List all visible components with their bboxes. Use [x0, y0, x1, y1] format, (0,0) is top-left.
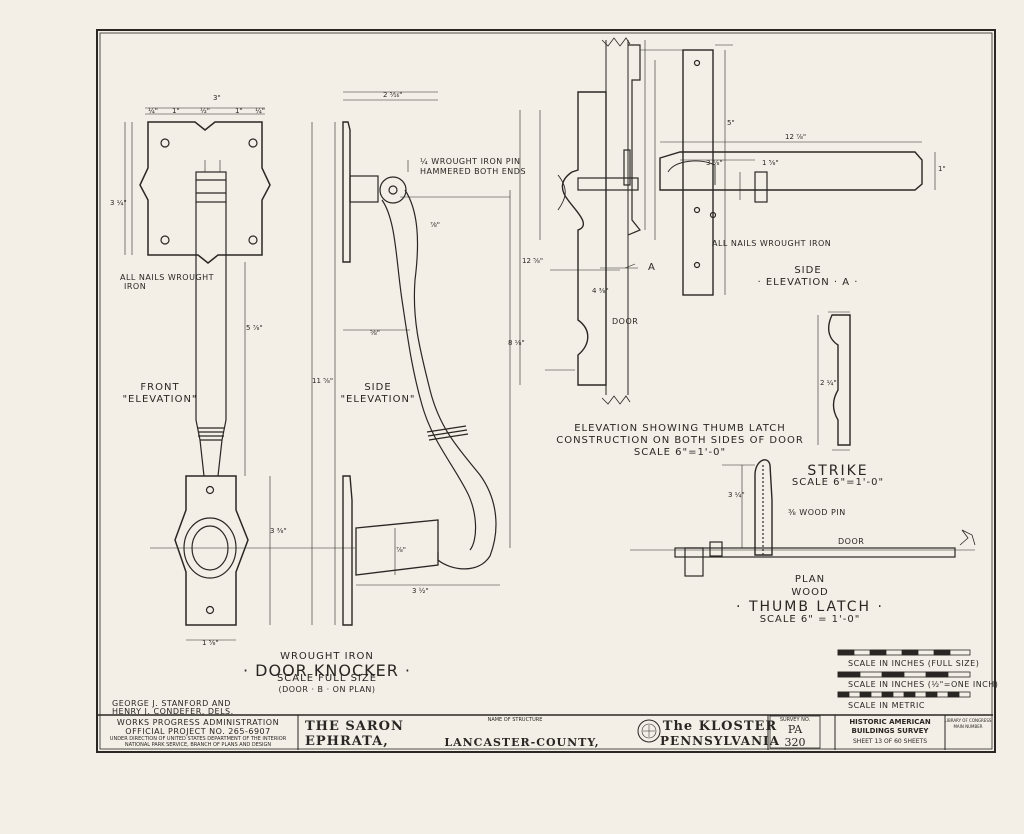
sheet-border: [96, 29, 996, 753]
sheet-number: SHEET 13 OF 60 SHEETS: [852, 738, 928, 745]
dim-w-d: 1": [235, 107, 243, 115]
delineators-line-2: HENRY J. CONDEFER, DELS.: [112, 707, 234, 716]
latch-door-label: DOOR: [612, 317, 639, 326]
dim-bot-w: 1 ⅝": [202, 639, 219, 647]
strike-scale: SCALE 6"=1'-0": [791, 477, 885, 488]
scale-full-label: SCALE IN INCHES (FULL SIZE): [848, 659, 980, 668]
kloster-name: The KLOSTER: [662, 719, 778, 734]
dim-side-w2: ⁷⁄₈": [430, 221, 441, 229]
wpa-line-4: NATIONAL PARK SERVICE, BRANCH OF PLANS A…: [124, 742, 272, 748]
side-elevation-label: SIDE: [364, 382, 392, 393]
main-number-label: MAIN NUMBER: [953, 724, 983, 729]
knocker-side-elevation: [334, 91, 511, 626]
survey-state: PA: [787, 723, 803, 736]
section-arrow-label: A: [648, 262, 656, 273]
latch-elev-scale: SCALE 6"=1'-0": [633, 447, 727, 458]
side-elevation-sublabel: "ELEVATION": [340, 394, 416, 405]
dim-w-c: ½": [200, 107, 211, 115]
thumb-latch-plan: [630, 459, 976, 577]
latch-side-elevation-a: [640, 44, 936, 296]
latch-nails-note: ALL NAILS WROUGHT IRON: [712, 239, 832, 248]
dim-bar-len: 12 ⅞": [785, 133, 807, 141]
delineators-line-1: GEORGE J. STANFORD AND: [112, 699, 231, 708]
state-name: PENNSYLVANIA: [660, 734, 780, 748]
dim-total-h: 11 ⅝": [312, 377, 334, 385]
side-elevation-a-title: SIDE: [794, 265, 822, 276]
knocker-front-elevation: [124, 107, 355, 641]
dim-tall-h: 12 ⅝": [522, 257, 544, 265]
plan-subtitle: WOOD: [791, 587, 829, 598]
plan-scale: SCALE 6" = 1'-0": [759, 614, 861, 625]
dim-bar-end: 1": [938, 165, 946, 173]
seal-emblem: [637, 719, 661, 743]
knocker-nails-note: ALL NAILS WROUGHT: [120, 273, 215, 282]
county-name: LANCASTER-COUNTY,: [444, 736, 600, 749]
dim-lower: 4 ⅜": [592, 287, 609, 295]
dim-w-b: 1": [172, 107, 180, 115]
scale-bars: [837, 649, 971, 698]
side-elevation-a-subtitle: · ELEVATION · A ·: [757, 277, 859, 288]
wpa-line-1: WORKS PROGRESS ADMINISTRATION: [116, 718, 280, 727]
survey-number: 320: [784, 736, 806, 749]
dim-side-w: ⁵⁄₈": [370, 329, 381, 337]
structure-name-2: EPHRATA,: [305, 734, 389, 749]
front-elevation-label: FRONT: [140, 382, 180, 393]
dim-w-a: ¼": [148, 107, 159, 115]
dim-handle-w: 3 ½": [412, 587, 429, 595]
scale-half-label: SCALE IN INCHES (½"=ONE INCH): [848, 680, 999, 689]
plan-title: PLAN: [794, 574, 826, 585]
latch-elev-title: ELEVATION SHOWING THUMB LATCH: [574, 423, 786, 434]
strike-detail: [817, 311, 851, 451]
wood-pin-note: ⅜ WOOD PIN: [788, 508, 846, 517]
dim-handle-h: ⅞": [396, 546, 407, 554]
knocker-door-ref: (DOOR · B · ON PLAN): [278, 685, 376, 694]
knocker-title: · DOOR KNOCKER ·: [243, 661, 411, 680]
dim-side-top: 2 ⁵⁄₁₆": [383, 91, 403, 99]
dim-bar-a: 3 ⅛": [706, 159, 723, 167]
knocker-nails-note-2: IRON: [124, 282, 147, 291]
scale-metric-label: SCALE IN METRIC: [848, 701, 925, 710]
survey-box: [769, 715, 821, 749]
dim-plate-h: 3 ¼": [110, 199, 127, 207]
thumb-latch-title: · THUMB LATCH ·: [736, 599, 884, 615]
habs-line-2: BUILDINGS SURVEY: [851, 727, 929, 735]
pin-note-2: HAMMERED BOTH ENDS: [420, 167, 527, 176]
dim-stem-h: 5 ⅞": [246, 324, 263, 332]
plan-door-label: DOOR: [838, 537, 865, 546]
habs-line-1: HISTORIC AMERICAN: [849, 718, 931, 726]
survey-no-label: SURVEY NO.: [779, 717, 811, 723]
latch-elevation: [519, 37, 656, 405]
latch-elev-title-2: CONSTRUCTION ON BOTH SIDES OF DOOR: [556, 435, 804, 446]
dim-w-e: ¼": [255, 107, 266, 115]
wpa-line-2: OFFICIAL PROJECT NO. 265-6907: [125, 727, 271, 736]
dim-strike-h: 2 ¼": [820, 379, 837, 387]
wpa-line-3: UNDER DIRECTION OF UNITED STATES DEPARTM…: [109, 736, 287, 742]
knocker-scale: SCALE FULL SIZE: [276, 673, 378, 684]
dim-pin-h: 3 ¼": [728, 491, 745, 499]
dim-bar-b: 1 ⅝": [762, 159, 779, 167]
dim-width-total: 3": [213, 94, 221, 102]
name-of-structure-label: NAME OF STRUCTURE: [487, 717, 543, 723]
pin-note: ¼ WROUGHT IRON PIN: [420, 157, 521, 166]
strike-title: STRIKE: [807, 463, 869, 479]
dim-bottom-h: 3 ⅜": [270, 527, 287, 535]
dim-post-h: 5": [727, 119, 735, 127]
front-elevation-sublabel: "ELEVATION": [122, 394, 198, 405]
knocker-title-material: WROUGHT IRON: [280, 651, 374, 662]
dim-total-side: 8 ⅛": [508, 339, 525, 347]
structure-name-1: THE SARON: [305, 719, 404, 734]
library-label: LIBRARY OF CONGRESS: [944, 718, 992, 723]
